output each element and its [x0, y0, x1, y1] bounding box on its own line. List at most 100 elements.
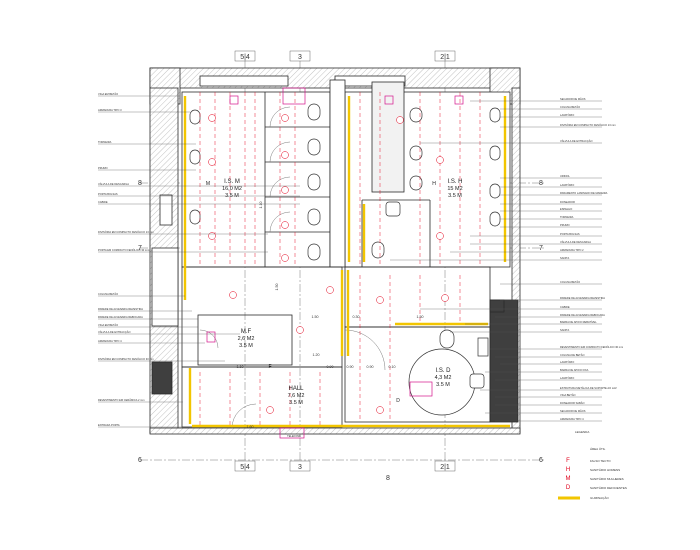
dimension-label: 1.50 — [312, 315, 319, 319]
legend-text: SANITÁRIO HOMENS — [590, 468, 620, 472]
annotation-label: LAVATÓRIO — [560, 375, 574, 380]
legend-text: FALSO TECTO — [590, 459, 611, 463]
annotation-label: ESTRUTURA METÁLICA DE SUPORTE AO LAV. — [560, 386, 617, 390]
dimension-label: 1.20 — [313, 353, 320, 357]
annotation-label: VÁLVULA DE DESCARGA — [560, 240, 591, 244]
annotation-label: DIVISÓRIA EM COMPACTO FENÓLICO 30 mm — [98, 356, 154, 361]
annotation-label: PORTA EM COMPACTO FENÓLICO 30 mm — [98, 247, 149, 252]
men-marker: H — [432, 181, 436, 187]
dimension-label: 0.90 — [367, 365, 374, 369]
annotation-label: REVESTIMENTO EM CERÂMICA 2 mm — [98, 397, 145, 402]
annotation-label: ESPELHO — [560, 207, 572, 211]
annotation-label: SANITA — [560, 256, 569, 260]
legend-key: H — [566, 467, 570, 473]
annotation-label: DOSEADOR — [560, 200, 575, 204]
dimension-label: 1.60 — [247, 425, 254, 429]
annotation-label: PRUMO — [560, 223, 570, 227]
room-name: HALL — [288, 386, 304, 392]
legend-key: F — [566, 458, 570, 464]
dimension-label: 1.10 — [237, 365, 244, 369]
grid-label-bottom: 3 — [298, 464, 302, 471]
annotation-label: SECADOR DE MÃOS — [560, 408, 586, 413]
annotation-label: COLUNA DE BETÃO — [560, 352, 585, 357]
annotation-label: VIGA BETÃO — [560, 392, 576, 397]
annotation-label: LAVATÓRIO — [560, 182, 574, 187]
dimension-label: 0.10 — [389, 365, 396, 369]
room-name: I.S. M — [224, 179, 240, 185]
dimensions: 1.50 1.50 0.30 1.50 1.20 0.90 0.90 0.90 … — [237, 202, 424, 430]
room-area: 2,6 M2 — [238, 336, 255, 342]
wc-fixtures-women — [189, 103, 321, 261]
annotation-label: SECADOR DE MÃOS — [560, 96, 586, 101]
annotation-label: ARMADURA TIPO 3 — [98, 108, 122, 112]
annotation-label: CABIDE — [560, 305, 570, 309]
annotation-label: TORNEIRA — [98, 140, 112, 144]
room-labels: I.S. M 16,0 M2 3.5 M I.S. H 15 M2 3.5 M … — [222, 179, 463, 406]
grid-label-right: 8 — [539, 180, 543, 187]
grid-label-right: 7 — [539, 245, 543, 252]
annotation-label: ARMADURA TIPO 2 — [560, 248, 584, 252]
annotation-label: COLUNA BETÃO — [560, 279, 580, 284]
accessible-wc-fixtures — [408, 329, 489, 416]
room-markers: M H D F — [206, 181, 436, 404]
annotation-label: BARRA DE APOIO REBATÍVEL — [560, 320, 597, 324]
grid-label-left: 8 — [138, 180, 142, 187]
grid-label-left: 7 — [138, 245, 142, 252]
legend-text: ÁREA ÚTIL — [590, 446, 606, 451]
annotation-label: COLUNA BETÃO — [560, 104, 580, 109]
dimension-label: 1.10 — [259, 202, 263, 209]
grid-label-bottom: 5|4 — [240, 464, 250, 471]
annotation-label: DIVISÓRIA EM COMPACTO FENÓLICO 13 mm — [560, 122, 616, 127]
annotation-label: REVESTIMENTO EM COMPACTO FENÓLICO 30 mm — [560, 344, 623, 349]
grid-label-top: 5|4 — [240, 54, 250, 61]
annotation-label: VÁLVULA DE EXTRACÇÃO — [98, 329, 131, 334]
annotation-label: COLUNA BETÃO — [98, 291, 118, 296]
annotation-label: ARMADURA TIPO 4 — [98, 339, 122, 343]
annotation-label: PAREDE DE ALVENARIA REVESTIDA — [560, 296, 605, 300]
electrical-markers — [206, 87, 464, 439]
room-area: 16,0 M2 — [222, 186, 242, 192]
annotation-label: LAVATÓRIO — [560, 112, 574, 117]
ceiling-grid-lines — [199, 92, 481, 425]
annotation-label: URINOL — [560, 174, 570, 178]
annotation-label: ENTRADA PORTA — [98, 423, 120, 427]
phone-tag: TELEFONE — [287, 434, 301, 438]
annotation-label: PAREDE DE ALVENARIA REVESTIDA — [98, 307, 143, 311]
annotation-label: PAREDE DE ALVENARIA REBOCADA — [560, 313, 605, 317]
legend-text: SANITÁRIO DEFICIENTES — [590, 486, 627, 490]
legend-key: D — [566, 485, 571, 491]
dimension-label: 0.90 — [327, 365, 334, 369]
grid-label-top: 3 — [298, 54, 302, 61]
dimension-label: 1.50 — [275, 284, 279, 291]
annotation-label: SANITA — [560, 328, 569, 332]
room-area: 4,3 M2 — [435, 375, 452, 381]
annotation-label: PARAMENTO LAMINADO DE MADEIRA — [560, 191, 608, 195]
legend-key: M — [566, 476, 571, 482]
annotation-label: BARRA DE APOIO FIXA — [560, 368, 589, 372]
grid-label-top: 2|1 — [440, 54, 450, 61]
room-area: 7,6 M2 — [288, 393, 305, 399]
legend-text: SANITÁRIO MULHERES — [590, 477, 624, 481]
room-name: M.F — [241, 329, 252, 335]
walls — [149, 67, 521, 435]
annotation-label: VÁLVULA DE DESCARGA — [98, 182, 129, 186]
legend-title: LEGENDA — [575, 430, 589, 434]
interior-partitions — [181, 79, 511, 428]
legend: LEGENDA ÁREA ÚTIL F FALSO TECTO H SANITÁ… — [558, 430, 627, 500]
room-height: 3.5 M — [436, 382, 450, 388]
annotation-label: PRUMO — [98, 166, 108, 170]
annotation-label: PORTA BOLSAS — [560, 232, 580, 236]
grid-labels: 5|4 3 2|1 5|4 3 2|1 8 7 6 8 7 6 — [138, 50, 543, 472]
light-fixtures — [208, 114, 449, 414]
right-annotations: SECADOR DE MÃOS COLUNA BETÃO LAVATÓRIO DIVI… — [390, 96, 623, 422]
annotation-label: CABIDE — [98, 200, 108, 204]
room-height: 3.5 M — [289, 400, 303, 406]
annotation-label: LAVATÓRIO — [560, 359, 574, 364]
grid-label-bottom: 2|1 — [440, 464, 450, 471]
grid-label-left: 6 — [138, 457, 142, 464]
annotation-label: DIVISÓRIA EM COMPACTO FENÓLICO 13 mm — [98, 229, 154, 234]
lighting-strips — [183, 96, 510, 428]
dimension-label: 1.50 — [417, 315, 424, 319]
